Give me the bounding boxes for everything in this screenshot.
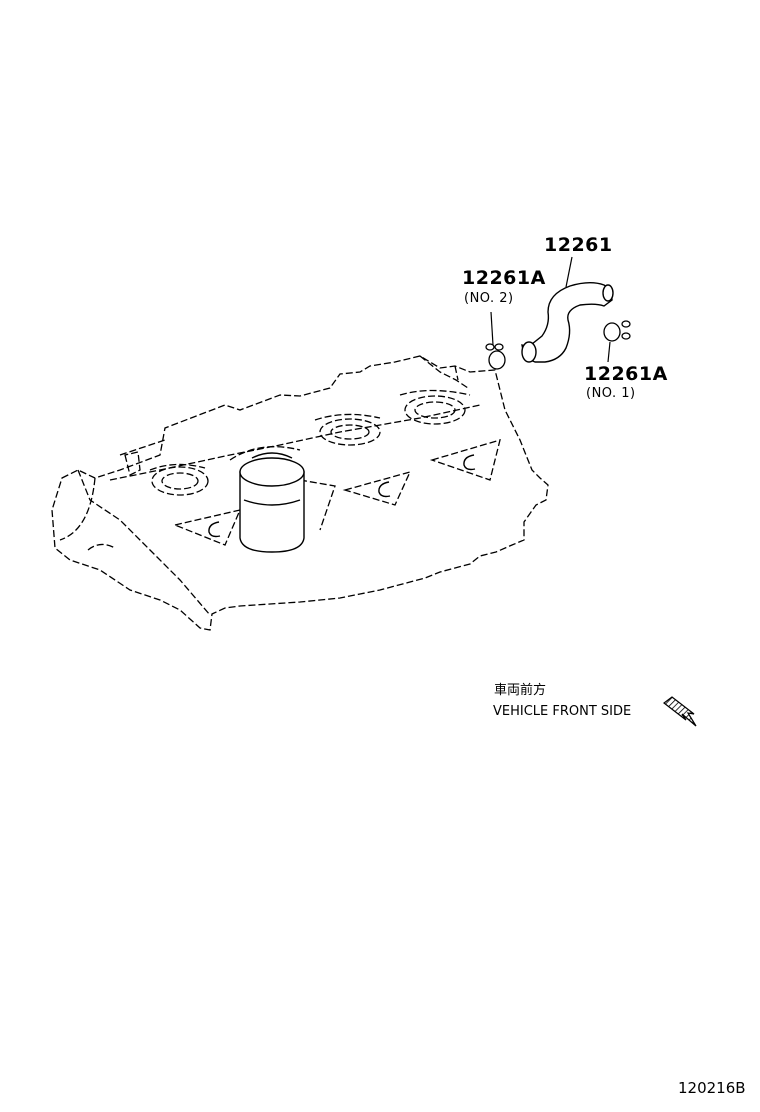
part-number-hose: 12261 [544, 234, 613, 256]
leader-lines [490, 256, 611, 363]
cylinder-head-cover [51, 355, 549, 631]
figure-code: 120216B [678, 1079, 746, 1097]
direction-note-english: VEHICLE FRONT SIDE [493, 704, 632, 719]
part-number-clamp-no1: 12261A [584, 363, 668, 385]
clamp-no2 [485, 343, 506, 370]
clamp-no1 [603, 320, 631, 342]
direction-note-japanese: 車両前方 [494, 683, 547, 698]
oil-filler-cap [239, 452, 305, 553]
clamp-no2-label: (NO. 2) [464, 291, 514, 306]
part-number-clamp-no2: 12261A [462, 267, 546, 289]
arrow-down-right-icon [663, 696, 697, 727]
clamp-no1-label: (NO. 1) [586, 386, 636, 401]
rib-markings [208, 454, 476, 538]
ventilation-hose [521, 282, 614, 363]
